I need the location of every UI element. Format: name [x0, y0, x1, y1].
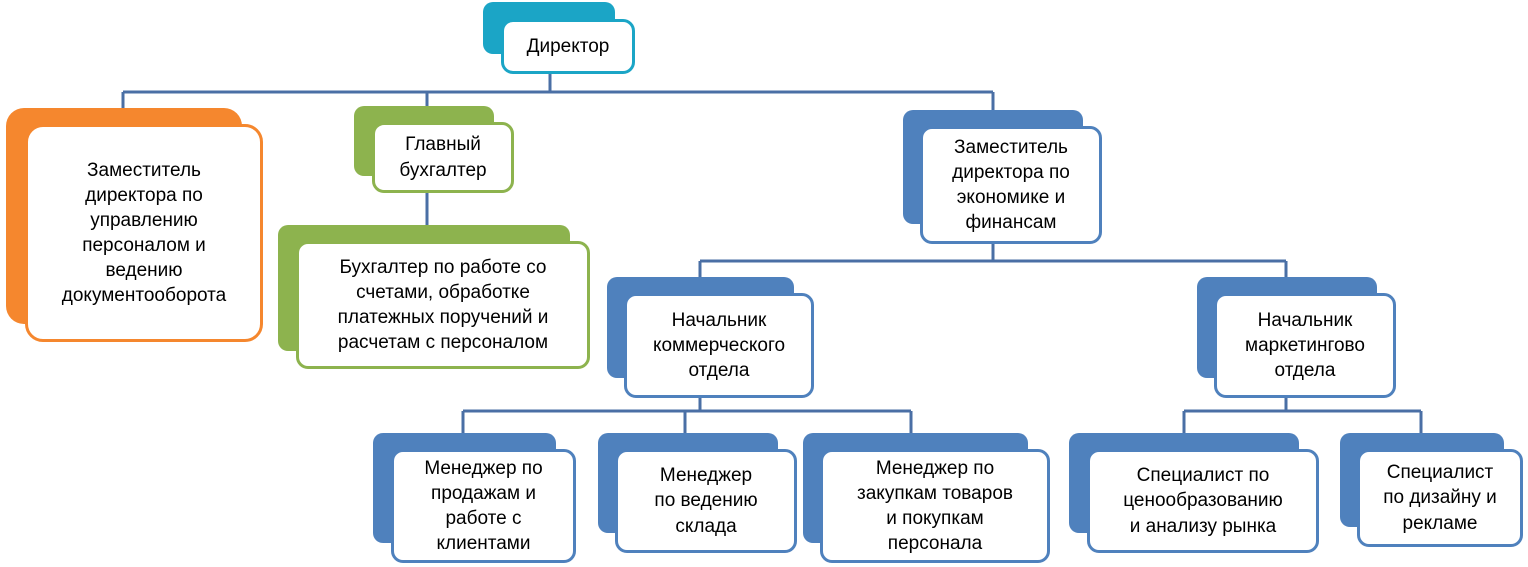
node-sales-manager-box: Менеджер по продажам и работе с клиентам… [391, 449, 576, 563]
node-deputy-finance-box: Заместитель директора по экономике и фин… [920, 126, 1102, 244]
node-sales-manager-label: Менеджер по продажам и работе с клиентам… [424, 457, 543, 555]
node-purchase-manager-box: Менеджер по закупкам товаров и покупкам … [820, 449, 1050, 563]
node-chief-accountant-label: Главный бухгалтер [399, 134, 487, 181]
node-deputy-hr-box: Заместитель директора по управлению перс… [25, 124, 263, 342]
node-design-specialist-label: Специалист по дизайну и рекламе [1383, 462, 1497, 534]
node-accountant-box: Бухгалтер по работе со счетами, обработк… [296, 241, 590, 369]
node-head-commercial-box: Начальник коммерческого отдела [624, 293, 814, 398]
node-warehouse-manager-label: Менеджер по ведению склада [654, 465, 758, 537]
node-deputy-hr-label: Заместитель директора по управлению перс… [61, 159, 227, 307]
node-head-commercial-label: Начальник коммерческого отдела [652, 309, 786, 382]
node-head-marketing-label: Начальник маркетингово отдела [1245, 309, 1365, 382]
node-accountant-label: Бухгалтер по работе со счетами, обработк… [337, 256, 549, 354]
node-head-marketing-box: Начальник маркетингово отдела [1214, 293, 1396, 398]
node-design-specialist-box: Специалист по дизайну и рекламе [1357, 449, 1523, 547]
node-deputy-finance-label: Заместитель директора по экономике и фин… [952, 136, 1070, 234]
node-director-label: Директор [526, 35, 610, 57]
node-purchase-manager-label: Менеджер по закупкам товаров и покупкам … [857, 457, 1013, 555]
node-pricing-specialist-label: Специалист по ценообразованию и анализу … [1123, 465, 1283, 537]
node-pricing-specialist-box: Специалист по ценообразованию и анализу … [1087, 449, 1319, 553]
node-director-box: Директор [501, 19, 635, 74]
node-warehouse-manager-box: Менеджер по ведению склада [615, 449, 797, 553]
node-chief-accountant-box: Главный бухгалтер [372, 122, 514, 193]
